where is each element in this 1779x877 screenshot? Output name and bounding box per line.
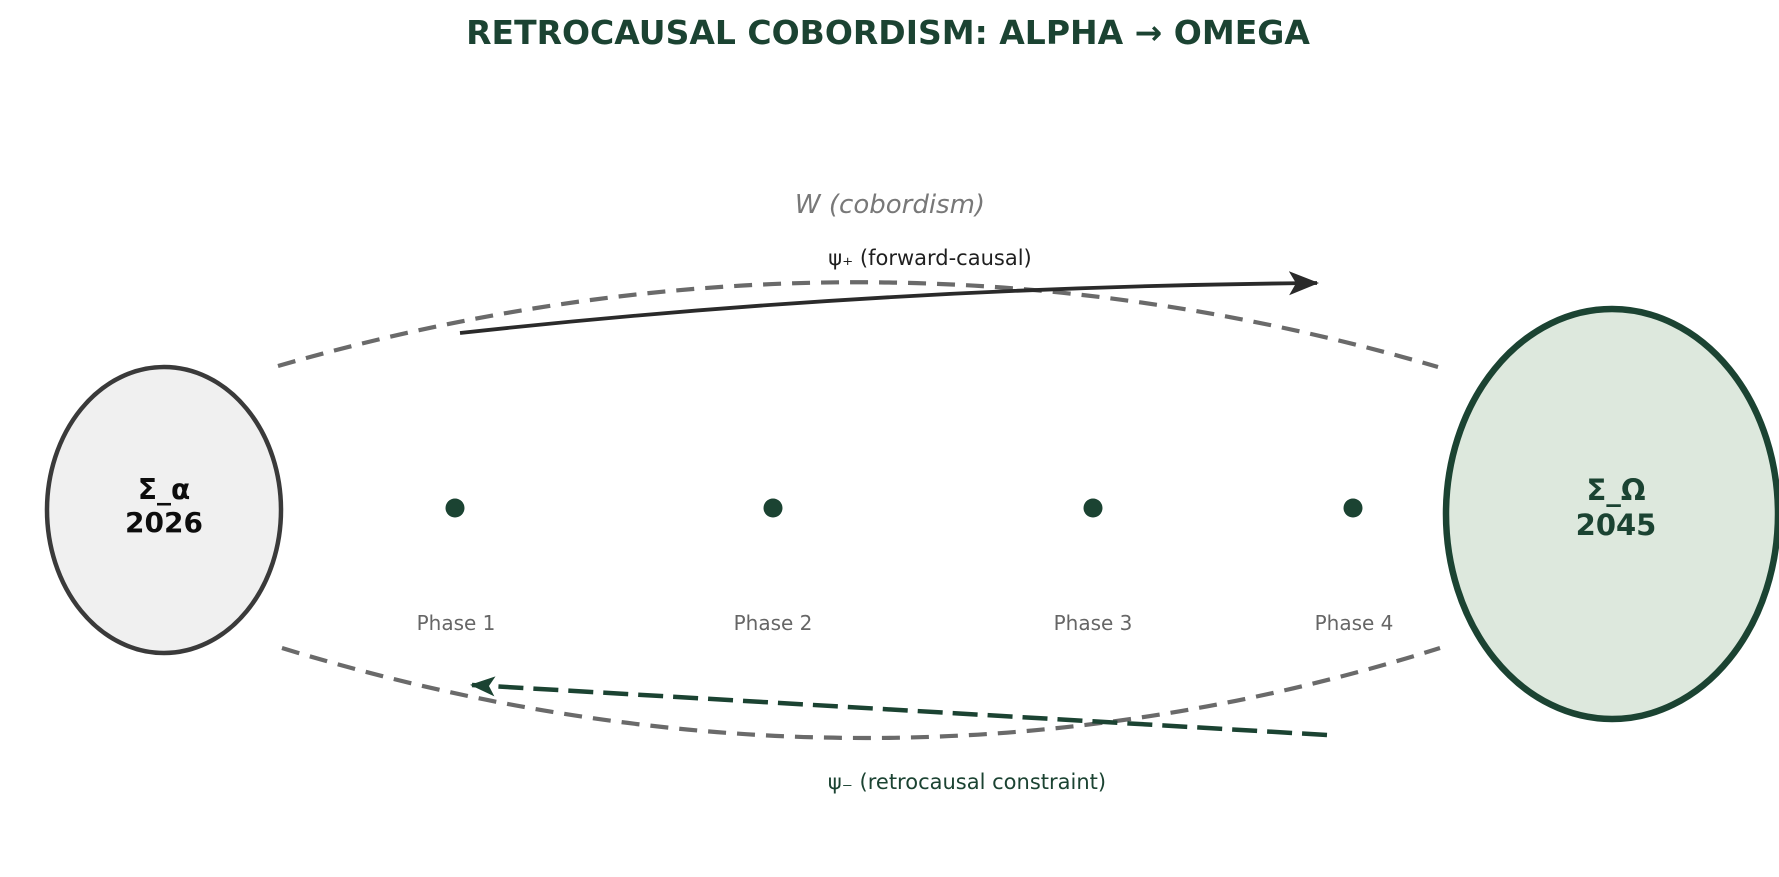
phase-labels: Phase 1 Phase 2 Phase 3 Phase 4 — [417, 611, 1394, 635]
diagram-title: RETROCAUSAL COBORDISM: ALPHA → OMEGA — [466, 13, 1310, 52]
alpha-boundary-year: 2026 — [125, 506, 203, 539]
omega-boundary-year: 2045 — [1576, 508, 1657, 542]
phase-4-dot — [1343, 498, 1363, 518]
phase-2-dot — [763, 498, 783, 518]
phase-2-label: Phase 2 — [734, 611, 813, 635]
retrocausal-arrow-label: ψ₋ (retrocausal constraint) — [828, 770, 1106, 794]
retrocausal-constraint-arrow — [470, 676, 1328, 738]
omega-boundary-symbol: Σ_Ω — [1587, 473, 1646, 507]
phase-3-dot — [1083, 498, 1103, 518]
forward-causal-arrow-label: ψ₊ (forward-causal) — [828, 246, 1031, 270]
omega-boundary-ellipse — [1442, 305, 1779, 723]
alpha-boundary-symbol: Σ_α — [138, 473, 190, 506]
phase-1-dot — [445, 498, 465, 518]
cobordism-bottom-boundary-curve — [281, 645, 1441, 741]
phase-markers — [445, 498, 1363, 518]
phase-1-label: Phase 1 — [417, 611, 496, 635]
cobordism-top-boundary-curve — [277, 280, 1439, 370]
phase-3-label: Phase 3 — [1054, 611, 1133, 635]
phase-4-label: Phase 4 — [1315, 611, 1394, 635]
alpha-boundary-ellipse — [44, 364, 284, 656]
forward-causal-arrow — [459, 271, 1319, 335]
cobordism-surface-label: W (cobordism) — [795, 190, 985, 220]
